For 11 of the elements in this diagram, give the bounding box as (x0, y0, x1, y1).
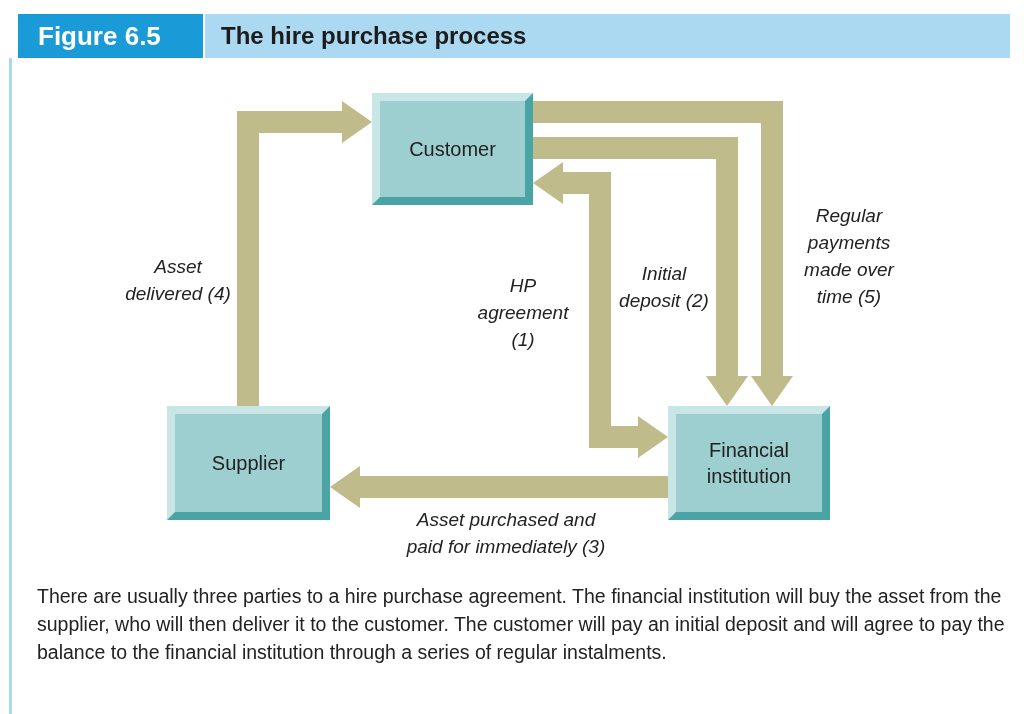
arrow (533, 137, 748, 406)
figure-title: The hire purchase process (205, 14, 1010, 58)
arrow (237, 101, 372, 406)
caption: There are usually three parties to a hire purchase agreement. The financial institution will buy the asset from the supplier, who will then deliver it to the customer. The customer will pay an initial deposit and will agree to pay the balance to the financial institution through a series of regular instalments. (37, 584, 1006, 665)
party-box: Customer (372, 93, 533, 205)
party-box: Financial institution (668, 406, 830, 520)
arrow (533, 101, 793, 406)
arrow (533, 162, 668, 458)
party-box: Supplier (167, 406, 330, 520)
arrow (330, 466, 668, 508)
figure-number: Figure 6.5 (18, 14, 203, 58)
